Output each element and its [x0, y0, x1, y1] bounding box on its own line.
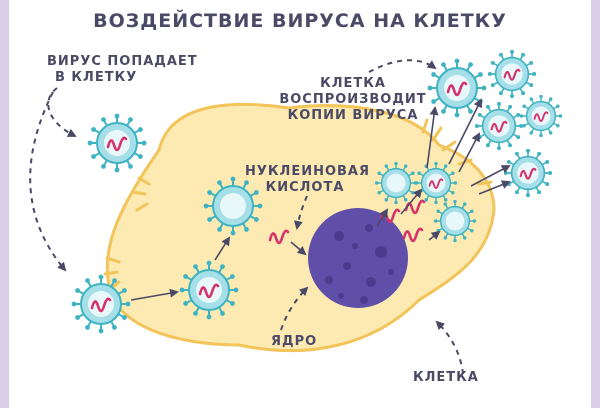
label-virus-enters: ВИРУС ПОПАДАЕТ В КЛЕТКУ: [47, 54, 198, 85]
label-cell-reproduces: КЛЕТКА ВОСПРОИЗВОДИТ КОПИИ ВИРУСА: [279, 76, 427, 123]
label-cell: КЛЕТКА: [413, 370, 479, 385]
label-nucleic-acid: НУКЛЕИНОВАЯ КИСЛОТА: [245, 164, 370, 195]
solid-arrows: [130, 98, 511, 301]
label-nucleus: ЯДРО: [271, 334, 318, 349]
diagram-title: ВОЗДЕЙСТВИЕ ВИРУСА НА КЛЕТКУ: [93, 10, 507, 32]
virus-released-4: [519, 94, 563, 138]
virus-entering-1: [86, 112, 148, 174]
diagram-canvas: [29, 49, 563, 375]
virus-released-2: [487, 49, 537, 99]
cell-body: [105, 102, 496, 353]
virus-released-5: [503, 148, 553, 198]
virus-released-3: [474, 101, 524, 151]
nucleus: [308, 208, 408, 308]
dashed-arrows: [29, 59, 464, 375]
